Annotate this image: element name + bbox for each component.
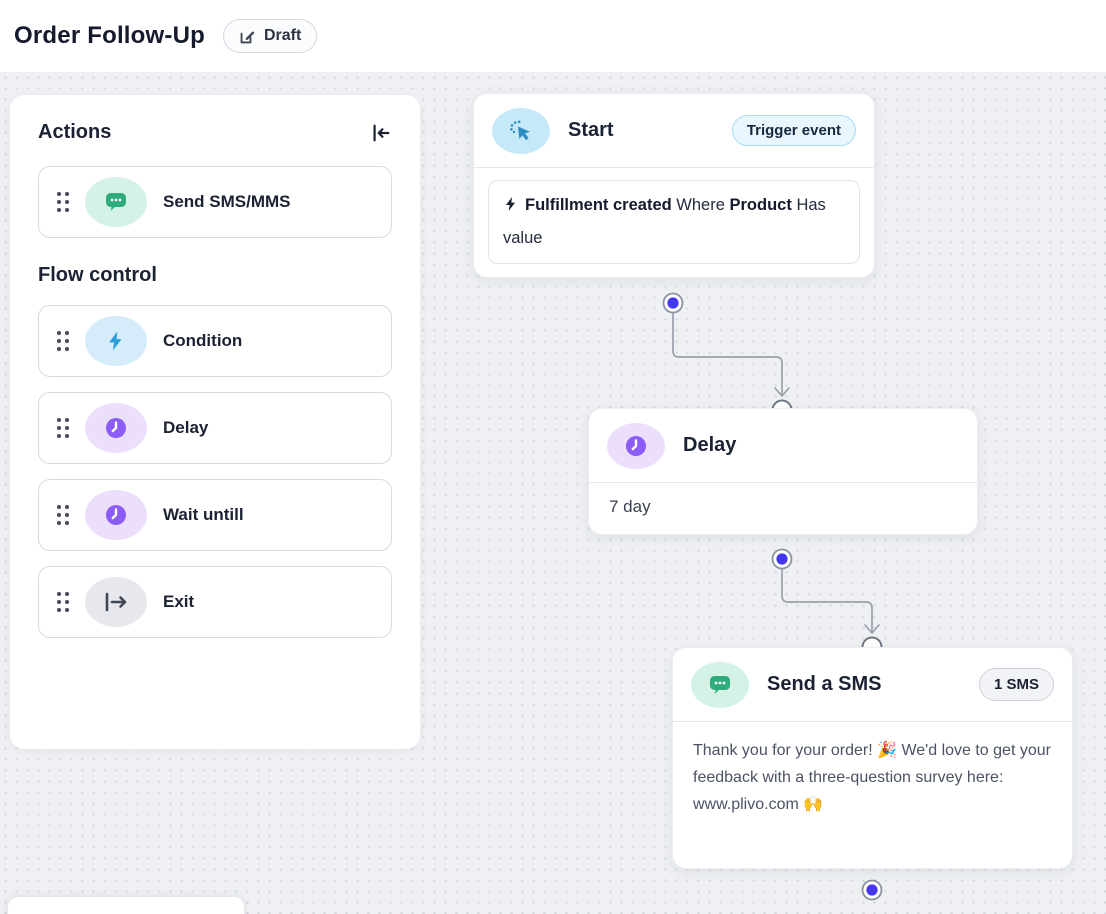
node-send-sms[interactable]: Send a SMS 1 SMS Thank you for your orde… [672, 647, 1073, 869]
delay-output-handle-dot [776, 553, 788, 565]
edge-start-to-delay [672, 302, 783, 397]
collapse-panel-button[interactable] [370, 122, 392, 144]
clock-icon [85, 403, 147, 453]
sms-node-title: Send a SMS [767, 673, 882, 695]
draft-status-label: Draft [264, 27, 302, 44]
clock-icon [607, 422, 665, 469]
divider [589, 482, 977, 483]
edge-delay-to-sms [781, 558, 873, 634]
divider [474, 167, 874, 168]
draft-status-badge[interactable]: Draft [223, 19, 318, 53]
trigger-field: Product [729, 196, 792, 214]
palette-item-label: Delay [163, 418, 209, 437]
actions-panel-title: Actions [38, 121, 112, 143]
palette-item-label: Send SMS/MMS [163, 192, 291, 211]
palette-item-delay[interactable]: Delay [38, 392, 392, 464]
palette-item-exit[interactable]: Exit [38, 566, 392, 638]
sms-bubble-icon [691, 661, 749, 708]
edge-arrowhead [774, 387, 790, 397]
cursor-click-icon [492, 107, 550, 154]
trigger-operator: Has value [503, 196, 826, 247]
clock-icon [85, 490, 147, 540]
trigger-condition-card[interactable]: Fulfillment created Where Product Has va… [488, 180, 860, 264]
flow-canvas[interactable]: Actions Send SMS/MMS Flow control Condit… [0, 72, 1106, 914]
lightning-icon [85, 316, 147, 366]
drag-handle-icon[interactable] [57, 418, 69, 438]
sms-bubble-icon [85, 177, 147, 227]
actions-panel: Actions Send SMS/MMS Flow control Condit… [10, 95, 420, 749]
start-node-title: Start [568, 119, 614, 141]
flow-control-section-title: Flow control [38, 264, 157, 286]
node-delay[interactable]: Delay 7 day [588, 408, 978, 535]
delay-duration-value: 7 day [609, 497, 651, 516]
trigger-event-badge: Trigger event [731, 115, 856, 146]
sms-output-handle-dot [866, 884, 878, 896]
lightning-icon [506, 197, 515, 211]
divider [673, 721, 1072, 722]
sms-message-text: Thank you for your order! 🎉 We'd love to… [693, 742, 1051, 813]
page-header: Order Follow-Up Draft [0, 0, 1106, 72]
delay-node-title: Delay [683, 434, 737, 456]
drag-handle-icon[interactable] [57, 505, 69, 525]
palette-item-label: Wait untill [163, 505, 244, 524]
drag-handle-icon[interactable] [57, 192, 69, 212]
page-title: Order Follow-Up [14, 22, 205, 49]
palette-item-label: Condition [163, 331, 243, 350]
drag-handle-icon[interactable] [57, 331, 69, 351]
collapse-left-icon [373, 124, 390, 141]
palette-item-send-sms[interactable]: Send SMS/MMS [38, 166, 392, 238]
start-output-handle-dot [667, 297, 679, 309]
bottom-panel-partial [8, 897, 244, 914]
edit-icon [239, 28, 256, 45]
exit-icon [85, 577, 147, 627]
edge-arrowhead [864, 624, 880, 634]
sms-count-badge: 1 SMS [978, 668, 1054, 701]
palette-item-wait-until[interactable]: Wait untill [38, 479, 392, 551]
node-start[interactable]: Start Trigger event Fulfillment created … [473, 93, 875, 278]
trigger-where-label: Where [676, 196, 725, 214]
palette-item-condition[interactable]: Condition [38, 305, 392, 377]
trigger-event-name: Fulfillment created [525, 196, 672, 214]
drag-handle-icon[interactable] [57, 592, 69, 612]
palette-item-label: Exit [163, 592, 195, 611]
